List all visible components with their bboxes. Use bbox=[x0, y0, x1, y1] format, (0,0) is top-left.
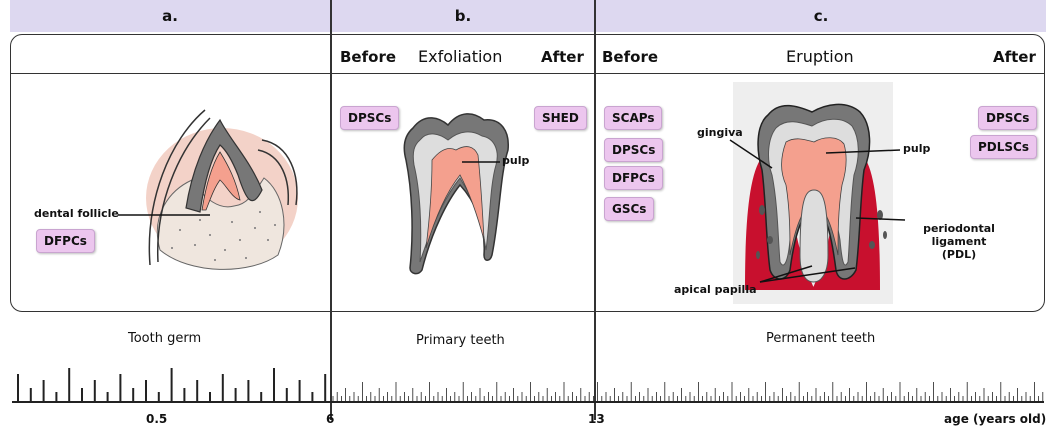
tick-label-13: 13 bbox=[588, 412, 605, 426]
tick-label-6: 6 bbox=[326, 412, 334, 426]
axis-label-age: age (years old) bbox=[944, 412, 1046, 426]
tick-label-05: 0.5 bbox=[146, 412, 167, 426]
